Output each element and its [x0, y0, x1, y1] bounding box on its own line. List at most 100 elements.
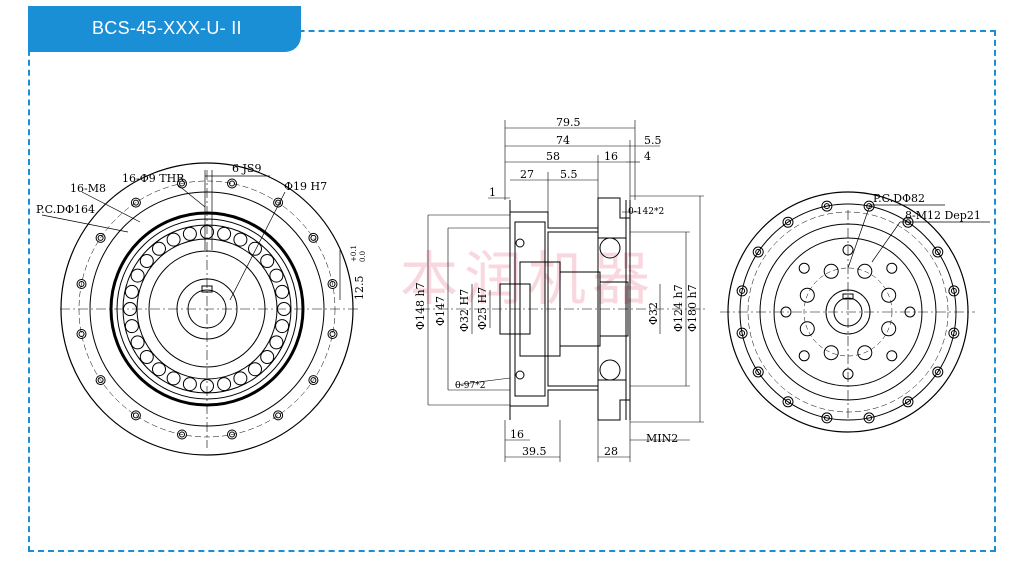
bolt-hole-inner	[229, 180, 235, 187]
flange-hole	[932, 246, 944, 258]
left-front-view	[60, 162, 360, 456]
dim-1: 1	[489, 186, 496, 199]
flange-hole	[752, 366, 764, 378]
tolerance-lower: 0.0	[359, 251, 367, 262]
flange-hole-inner	[823, 203, 830, 210]
bolt-hole-inner	[329, 331, 336, 337]
flange-hole	[752, 246, 764, 258]
bolt-hole-inner	[97, 377, 104, 384]
bearing-ball	[123, 302, 137, 316]
dia-124-h7: Φ124 h7	[672, 284, 685, 332]
watermark-text: 本润机器	[400, 245, 657, 313]
flange-hole-inner	[950, 330, 957, 337]
bolt-hole-inner	[179, 431, 185, 438]
bearing-ball	[200, 379, 214, 393]
flange-hole-inner	[785, 398, 791, 405]
flange-hole	[863, 412, 875, 424]
bolt-hole-inner	[310, 234, 317, 241]
flange-hole	[863, 200, 875, 212]
bolt-hole-inner	[310, 377, 317, 384]
dia-147: Φ147	[434, 296, 447, 326]
flange-hole-inner	[739, 287, 746, 294]
tapped-hole	[857, 263, 873, 279]
dim-28: 28	[604, 445, 618, 458]
flange-hole	[932, 366, 944, 378]
bearing-ball	[233, 371, 248, 386]
bearing-ball	[248, 362, 262, 377]
flange-hole-inner	[785, 219, 791, 226]
dia-32: Φ32	[647, 302, 660, 325]
bearing-ball	[277, 302, 291, 316]
drawing-frame	[28, 30, 996, 552]
dim-79-5: 79.5	[556, 116, 581, 129]
dim-27: 27	[520, 168, 534, 181]
bearing-ball	[152, 362, 166, 377]
oring-bottom-label: 0-97*2	[455, 381, 485, 391]
pcd-label: P.C.DΦ164	[36, 203, 95, 216]
bolt-hole	[273, 410, 284, 421]
left-bolt-holes	[76, 178, 338, 440]
bolt-hole	[76, 329, 87, 339]
bolt-hole	[130, 197, 141, 208]
right-view-leaders	[847, 204, 990, 269]
left-bearing-balls	[123, 225, 291, 393]
bearing-ball	[248, 241, 262, 256]
bearing-ball	[124, 284, 139, 299]
bearing-ball	[275, 319, 290, 334]
bolt-hole	[227, 178, 237, 189]
bolt-hole-inner	[78, 331, 85, 337]
pin-hole	[798, 262, 810, 274]
flange-hole-inner	[934, 369, 941, 375]
thru-holes-label: 16-Φ9 THR	[122, 172, 185, 185]
flange-hole	[782, 216, 794, 228]
bearing-ball	[260, 350, 275, 364]
dim-5-5-top: 5.5	[644, 134, 662, 147]
left-view-leaders	[41, 170, 341, 301]
bolt-hole	[273, 197, 284, 208]
bolt-hole-inner	[132, 412, 139, 419]
bearing-ball	[166, 232, 181, 247]
bearing-ball	[269, 335, 284, 350]
bearing-ball	[260, 254, 275, 268]
right-view-labels: P.C.DΦ82 8-M12 Dep21	[873, 192, 981, 222]
bolt-hole-inner	[329, 281, 336, 287]
tapped-hole	[799, 287, 815, 303]
flange-hole	[948, 327, 960, 339]
flange-hole-inner	[739, 330, 746, 337]
bearing-ball	[130, 335, 145, 350]
bearing-ball	[166, 371, 181, 386]
bearing-ball	[152, 241, 166, 256]
section-labels: 79.5 74 5.5 58 16 4 27 5.5 1 Φ148 h7 Φ14…	[414, 116, 699, 458]
bolt-hole-inner	[97, 234, 104, 241]
pin-hole	[842, 368, 854, 380]
bearing-ball	[130, 268, 145, 283]
flange-hole-inner	[905, 398, 911, 405]
dim-39-5: 39.5	[522, 445, 547, 458]
bearing-ball	[139, 254, 154, 268]
bearing-ball	[269, 268, 284, 283]
bolt-hole	[130, 410, 141, 421]
bolt-hole	[327, 329, 338, 339]
bolt-count-label: 16-M8	[70, 182, 106, 195]
dim-5-5-inner: 5.5	[560, 168, 578, 181]
flange-hole-inner	[755, 369, 762, 375]
dia-25-h7: Φ25 H7	[476, 287, 489, 330]
bearing-ball	[182, 226, 197, 241]
bolt-hole	[308, 375, 319, 386]
tolerance-upper: +0.1	[350, 245, 358, 262]
flange-hole	[736, 327, 748, 339]
dim-16-top: 16	[604, 150, 618, 163]
bearing-ball	[217, 226, 232, 241]
right-rear-view	[720, 191, 975, 433]
bearing-ball	[182, 377, 197, 392]
min2-label: MIN2	[646, 432, 678, 445]
title-tab	[28, 6, 301, 52]
tapped-hole	[823, 263, 839, 279]
bearing-ball	[217, 377, 232, 392]
bolt-hole	[227, 429, 237, 440]
pin-hole	[780, 306, 792, 318]
drawing-title: BCS-45-XXX-U- II	[92, 18, 242, 38]
oring-top-label: 0-142*2	[628, 207, 664, 217]
section-view	[420, 197, 705, 421]
bolt-hole	[95, 232, 106, 243]
